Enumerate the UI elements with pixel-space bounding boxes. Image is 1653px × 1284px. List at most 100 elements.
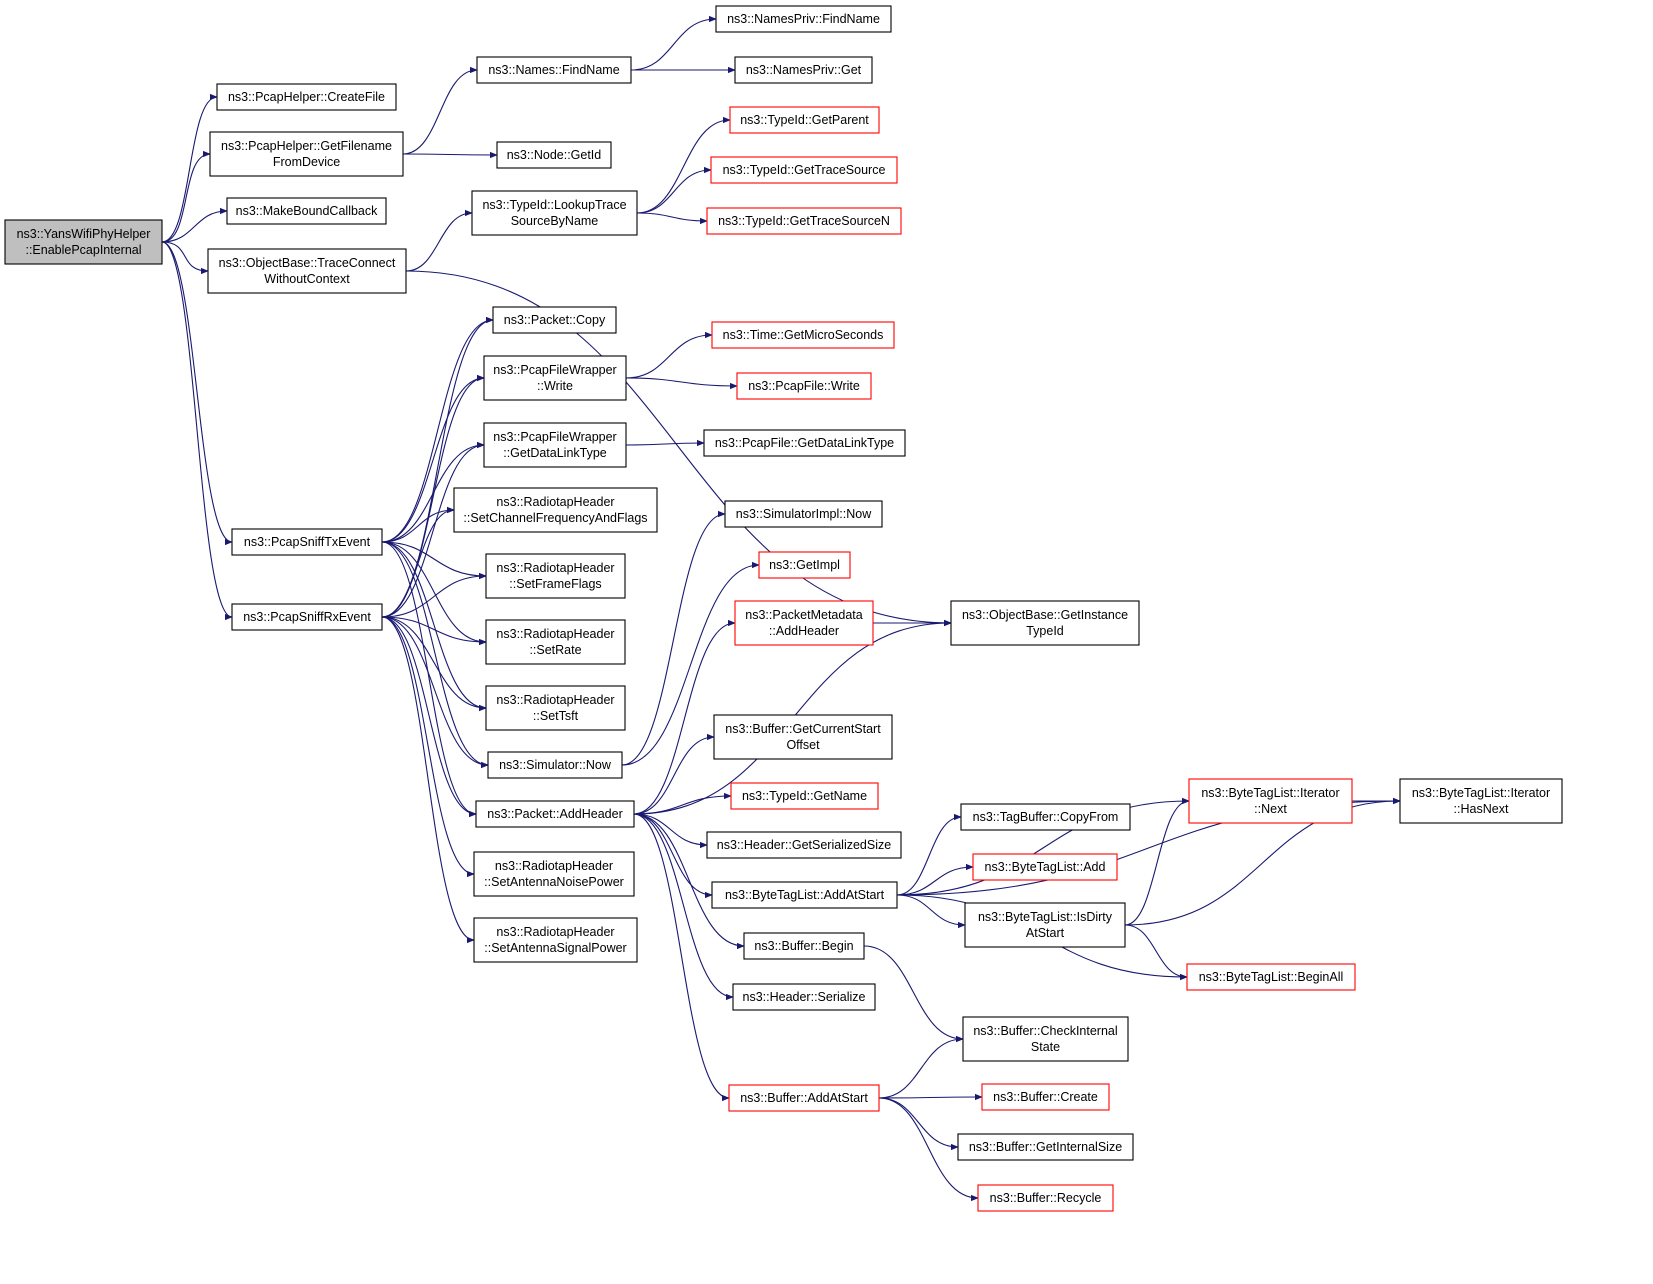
- node-label: ns3::TypeId::GetTraceSourceN: [718, 214, 890, 228]
- node-box: [485, 553, 626, 599]
- node-gettracesourcen[interactable]: ns3::TypeId::GetTraceSourceN: [706, 207, 902, 235]
- edge-lookuptrace-to-gettracesource: [636, 166, 712, 214]
- node-box: [960, 803, 1131, 831]
- node-gettracesource[interactable]: ns3::TypeId::GetTraceSource: [710, 156, 898, 184]
- node-sniffRx[interactable]: ns3::PcapSniffRxEvent: [231, 603, 383, 631]
- node-pfwgetdlt[interactable]: ns3::PcapFileWrapper::GetDataLinkType: [483, 422, 627, 468]
- node-buffercreate[interactable]: ns3::Buffer::Create: [981, 1083, 1110, 1111]
- node-box: [485, 619, 626, 665]
- node-pcapfilewrite[interactable]: ns3::PcapFile::Write: [736, 372, 872, 400]
- node-btladdatstart[interactable]: ns3::ByteTagList::AddAtStart: [711, 881, 898, 909]
- node-namesprivfind[interactable]: ns3::NamesPriv::FindName: [715, 5, 892, 33]
- edge-simnow-to-getimpl: [621, 561, 760, 766]
- node-label: ns3::RadiotapHeader: [496, 495, 614, 509]
- node-box: [473, 851, 635, 897]
- node-bufferbegin[interactable]: ns3::Buffer::Begin: [743, 932, 865, 960]
- node-box: [483, 355, 627, 401]
- edge-packetaddheader-to-buffergetcurstart: [633, 733, 715, 815]
- node-label: ns3::Time::GetMicroSeconds: [723, 328, 884, 342]
- edge-root-to-sniffTx: [161, 241, 233, 546]
- node-box: [487, 751, 623, 779]
- node-headergetsersize[interactable]: ns3::Header::GetSerializedSize: [706, 831, 902, 859]
- node-box: [964, 902, 1126, 948]
- node-namesfind[interactable]: ns3::Names::FindName: [476, 56, 632, 84]
- node-box: [758, 551, 851, 579]
- node-btliterhasnext[interactable]: ns3::ByteTagList::Iterator::HasNext: [1399, 778, 1563, 824]
- node-setantnoise[interactable]: ns3::RadiotapHeader::SetAntennaNoisePowe…: [473, 851, 635, 897]
- edge-sniffTx-to-setframeflags: [381, 541, 487, 580]
- node-label: WithoutContext: [264, 272, 350, 286]
- edge-root-to-sniffRx: [161, 241, 233, 621]
- node-timegetmicro[interactable]: ns3::Time::GetMicroSeconds: [711, 321, 895, 349]
- node-label: ns3::PcapFile::GetDataLinkType: [715, 436, 894, 450]
- node-bufferaddatstart[interactable]: ns3::Buffer::AddAtStart: [728, 1084, 880, 1112]
- node-root[interactable]: ns3::YansWifiPhyHelper::EnablePcapIntern…: [4, 219, 163, 265]
- node-label: ns3::TagBuffer::CopyFrom: [973, 810, 1119, 824]
- node-box: [711, 881, 898, 909]
- node-box: [207, 248, 407, 294]
- edge-sniffTx-to-setrate: [381, 541, 487, 646]
- edge-getfilename-to-namesfind: [402, 66, 478, 155]
- edge-packetaddheader-to-headergetsersize: [633, 813, 708, 849]
- node-box: [4, 219, 163, 265]
- node-label: ns3::TypeId::GetParent: [740, 113, 869, 127]
- edge-sniffRx-to-settsft: [381, 616, 487, 712]
- node-getparent[interactable]: ns3::TypeId::GetParent: [729, 106, 880, 134]
- node-createfile[interactable]: ns3::PcapHelper::CreateFile: [216, 83, 397, 111]
- node-packetcopy[interactable]: ns3::Packet::Copy: [492, 306, 617, 334]
- edge-packetaddheader-to-headerserialize: [633, 813, 734, 1001]
- node-buffergetinternalsize[interactable]: ns3::Buffer::GetInternalSize: [957, 1133, 1134, 1161]
- node-label: SourceByName: [511, 214, 599, 228]
- node-box: [483, 422, 627, 468]
- node-label: ::SetRate: [529, 643, 581, 657]
- node-label: ::AddHeader: [769, 624, 839, 638]
- node-tagbuffercopyfrom[interactable]: ns3::TagBuffer::CopyFrom: [960, 803, 1131, 831]
- node-label: ::SetChannelFrequencyAndFlags: [463, 511, 647, 525]
- node-headerserialize[interactable]: ns3::Header::Serialize: [732, 983, 876, 1011]
- node-label: FromDevice: [273, 155, 340, 169]
- edge-sniffTx-to-pfwwrite: [381, 374, 485, 543]
- node-typeidgetname[interactable]: ns3::TypeId::GetName: [730, 782, 879, 810]
- node-pmaddheader[interactable]: ns3::PacketMetadata::AddHeader: [734, 600, 874, 646]
- node-label: ::Write: [537, 379, 573, 393]
- node-label: ns3::RadiotapHeader: [496, 693, 614, 707]
- node-nodegetid[interactable]: ns3::Node::GetId: [496, 141, 612, 169]
- node-box: [729, 106, 880, 134]
- node-makebound[interactable]: ns3::MakeBoundCallback: [226, 197, 387, 225]
- node-layer: ns3::YansWifiPhyHelper::EnablePcapIntern…: [4, 5, 1563, 1212]
- node-btlbeginall[interactable]: ns3::ByteTagList::BeginAll: [1186, 963, 1356, 991]
- node-sniffTx[interactable]: ns3::PcapSniffTxEvent: [231, 528, 383, 556]
- node-simnow[interactable]: ns3::Simulator::Now: [487, 751, 623, 779]
- node-label: ns3::Packet::AddHeader: [487, 807, 623, 821]
- node-label: ns3::ByteTagList::Iterator: [1201, 786, 1339, 800]
- node-simimplnow[interactable]: ns3::SimulatorImpl::Now: [724, 500, 883, 528]
- node-setframeflags[interactable]: ns3::RadiotapHeader::SetFrameFlags: [485, 553, 626, 599]
- edge-packetaddheader-to-btladdatstart: [633, 813, 713, 899]
- node-setantsignal[interactable]: ns3::RadiotapHeader::SetAntennaSignalPow…: [473, 917, 638, 963]
- node-box: [475, 800, 635, 828]
- edge-sniffTx-to-settsft: [381, 541, 487, 712]
- node-packetaddheader[interactable]: ns3::Packet::AddHeader: [475, 800, 635, 828]
- node-pfwwrite[interactable]: ns3::PcapFileWrapper::Write: [483, 355, 627, 401]
- node-traceconnect[interactable]: ns3::ObjectBase::TraceConnectWithoutCont…: [207, 248, 407, 294]
- node-namesprivget[interactable]: ns3::NamesPriv::Get: [734, 56, 873, 84]
- node-btladd[interactable]: ns3::ByteTagList::Add: [972, 853, 1118, 881]
- node-settsft[interactable]: ns3::RadiotapHeader::SetTsft: [485, 685, 626, 731]
- node-bufferrecycle[interactable]: ns3::Buffer::Recycle: [977, 1184, 1114, 1212]
- node-setchanfreq[interactable]: ns3::RadiotapHeader::SetChannelFrequency…: [453, 487, 658, 533]
- node-getimpl[interactable]: ns3::GetImpl: [758, 551, 851, 579]
- node-setrate[interactable]: ns3::RadiotapHeader::SetRate: [485, 619, 626, 665]
- node-box: [1186, 963, 1356, 991]
- edge-packetaddheader-to-pmaddheader: [633, 619, 736, 815]
- edge-sniffTx-to-packetcopy: [381, 316, 494, 543]
- node-pcapfilegetdlt[interactable]: ns3::PcapFile::GetDataLinkType: [703, 429, 906, 457]
- node-label: ns3::Header::Serialize: [743, 990, 866, 1004]
- node-label: ns3::GetImpl: [769, 558, 840, 572]
- node-btliternext[interactable]: ns3::ByteTagList::Iterator::Next: [1188, 778, 1353, 824]
